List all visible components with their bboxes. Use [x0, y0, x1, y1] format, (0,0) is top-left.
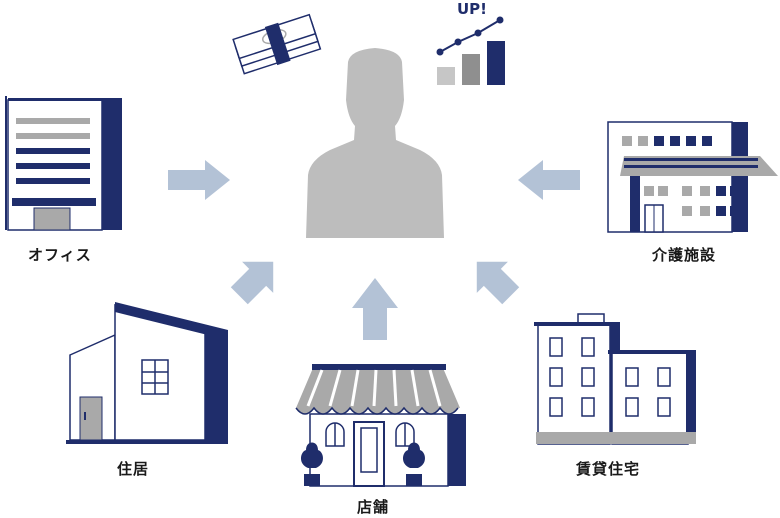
- arrow-icon: [352, 278, 398, 340]
- cash-bundle-icon: [232, 13, 322, 75]
- store-icon: [295, 364, 466, 487]
- office-building-icon: [5, 96, 122, 231]
- arrow-icon: [476, 261, 520, 305]
- person-icon: [306, 48, 444, 238]
- office-label: オフィス: [28, 246, 92, 264]
- arrow-icon: [230, 261, 274, 305]
- store-label: 店舗: [357, 498, 390, 516]
- up-label: UP!: [457, 0, 488, 18]
- house-label: 住居: [117, 460, 150, 478]
- care-facility-label: 介護施設: [652, 246, 717, 264]
- care-facility-icon: [607, 121, 778, 233]
- arrow-icon: [168, 160, 230, 200]
- rental-housing-label: 賃貸住宅: [576, 460, 641, 478]
- rental-apartment-icon: [534, 313, 696, 445]
- growth-chart-icon: [436, 16, 505, 85]
- house-icon: [66, 302, 228, 444]
- arrow-icon: [518, 160, 580, 200]
